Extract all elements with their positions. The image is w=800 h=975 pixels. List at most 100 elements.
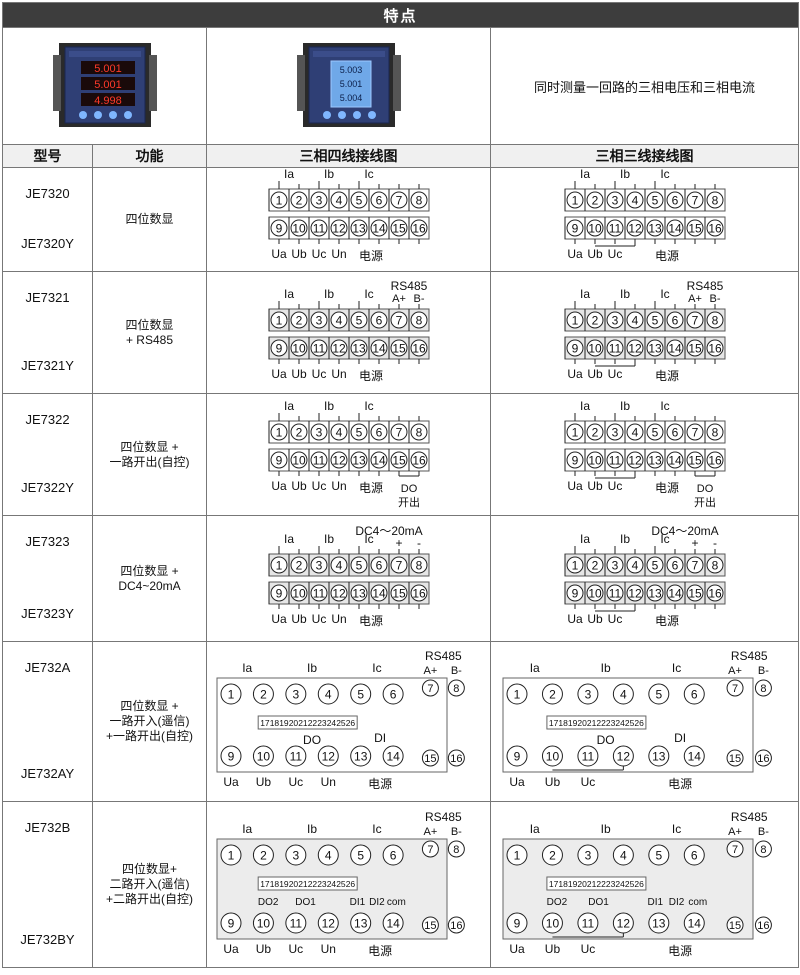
terminal-number: 14 bbox=[372, 586, 386, 600]
terminal-number: 6 bbox=[671, 313, 678, 327]
terminal-number: 13 bbox=[648, 341, 662, 355]
terminal-circle bbox=[270, 451, 287, 468]
aux-terminal-number: 18 bbox=[269, 879, 279, 889]
terminal-circle bbox=[606, 311, 623, 328]
terminal-circle bbox=[606, 339, 623, 356]
aux-terminal-number: 18 bbox=[558, 879, 568, 889]
lcd-digits-2: 5.001 bbox=[339, 79, 362, 89]
model-code-y: JE7321Y bbox=[21, 358, 74, 373]
aux-terminal-number: 25 bbox=[624, 718, 634, 728]
terminal-number: 8 bbox=[415, 558, 422, 572]
terminal-circle bbox=[290, 219, 307, 236]
voltage-label: Un bbox=[320, 775, 335, 789]
terminal-circle bbox=[350, 311, 367, 328]
model-code: JE7320 bbox=[25, 186, 70, 201]
di-label: DI bbox=[674, 731, 686, 745]
current-label: Ic bbox=[364, 399, 373, 413]
terminal-circle bbox=[646, 339, 663, 356]
terminal-circle bbox=[606, 191, 623, 208]
aux-terminal-number: 22 bbox=[307, 718, 317, 728]
terminal-circle bbox=[566, 556, 583, 573]
terminal-number: 6 bbox=[389, 687, 396, 701]
terminal-circle bbox=[382, 912, 404, 933]
terminal-number: 13 bbox=[352, 586, 366, 600]
current-label: Ic bbox=[364, 532, 373, 546]
terminal-circle bbox=[447, 840, 465, 857]
a-plus-label: A+ bbox=[688, 293, 702, 305]
aux-terminal-number: 21 bbox=[298, 879, 308, 889]
col-model: 型号 bbox=[2, 144, 93, 168]
terminal-number: 12 bbox=[321, 916, 335, 930]
terminal-circle bbox=[706, 584, 723, 601]
voltage-label: Ua bbox=[567, 247, 583, 261]
voltage-label: Ub bbox=[587, 247, 603, 261]
do-label: DO bbox=[303, 733, 321, 747]
terminal-number: 15 bbox=[392, 586, 406, 600]
terminal-circle bbox=[310, 339, 327, 356]
terminal-circle bbox=[686, 191, 703, 208]
rs485-label: RS485 bbox=[686, 279, 723, 293]
voltage-label: Ua bbox=[271, 479, 287, 493]
terminal-number: 15 bbox=[392, 453, 406, 467]
terminal-number: 12 bbox=[628, 341, 642, 355]
current-label: Ia bbox=[283, 287, 293, 301]
model-code: JE7321 bbox=[25, 290, 70, 305]
terminal-circle bbox=[626, 423, 643, 440]
terminal-circle bbox=[726, 749, 744, 766]
terminal-number: 14 bbox=[668, 453, 682, 467]
button-icon bbox=[108, 110, 117, 119]
current-label: Ic bbox=[660, 287, 669, 301]
terminal-number: 2 bbox=[591, 558, 598, 572]
a-plus-label: A+ bbox=[728, 826, 742, 838]
voltage-label: Uc bbox=[288, 942, 303, 956]
voltage-label: Ub bbox=[255, 942, 271, 956]
button-icon bbox=[352, 110, 361, 119]
terminal-circle bbox=[290, 423, 307, 440]
terminal-number: 16 bbox=[757, 752, 769, 764]
terminal-circle bbox=[290, 584, 307, 601]
terminal-number: 8 bbox=[711, 558, 718, 572]
power-label: 电源 bbox=[668, 777, 692, 791]
aux-terminal-number: 21 bbox=[298, 718, 308, 728]
terminal-circle bbox=[252, 745, 274, 766]
button-icon bbox=[93, 110, 102, 119]
photo-cell-led: 5.001 5.001 4.998 bbox=[2, 27, 207, 145]
voltage-label: Ua bbox=[271, 247, 287, 261]
terminal-number: 3 bbox=[315, 313, 322, 327]
terminal-circle bbox=[586, 219, 603, 236]
terminal-circle bbox=[270, 584, 287, 601]
terminal-circle bbox=[683, 912, 705, 933]
terminal-circle bbox=[421, 749, 439, 766]
terminal-circle bbox=[706, 339, 723, 356]
terminal-circle bbox=[566, 311, 583, 328]
terminal-number: 2 bbox=[295, 425, 302, 439]
voltage-label: Ub bbox=[587, 367, 603, 381]
aux-terminal-number: 17 bbox=[260, 879, 270, 889]
terminal-number: 15 bbox=[688, 586, 702, 600]
terminal-number: 5 bbox=[651, 193, 658, 207]
terminal-number: 11 bbox=[608, 221, 621, 235]
voltage-label: Uc bbox=[311, 367, 326, 381]
aux-terminal-number: 25 bbox=[336, 718, 346, 728]
voltage-label: Uc bbox=[607, 247, 622, 261]
terminal-number: 12 bbox=[332, 586, 346, 600]
terminal-circle bbox=[370, 191, 387, 208]
terminal-circle bbox=[350, 556, 367, 573]
terminal-number: 1 bbox=[227, 848, 234, 862]
current-label: Ib bbox=[619, 167, 629, 181]
function-desc: 四位数显+ 二路开入(遥信) +二路开出(自控) bbox=[92, 801, 207, 968]
terminal-number: 7 bbox=[691, 558, 698, 572]
terminal-number: 6 bbox=[671, 425, 678, 439]
terminal-circle bbox=[410, 219, 427, 236]
model-code-y: JE7322Y bbox=[21, 480, 74, 495]
terminal-number: 9 bbox=[513, 749, 520, 763]
terminal-number: 14 bbox=[687, 916, 701, 930]
terminal-number: 4 bbox=[631, 558, 638, 572]
current-label: Ic bbox=[372, 661, 381, 675]
terminal-circle bbox=[370, 451, 387, 468]
terminal-number: 2 bbox=[295, 313, 302, 327]
terminal-circle bbox=[626, 584, 643, 601]
terminal-circle bbox=[349, 683, 371, 704]
